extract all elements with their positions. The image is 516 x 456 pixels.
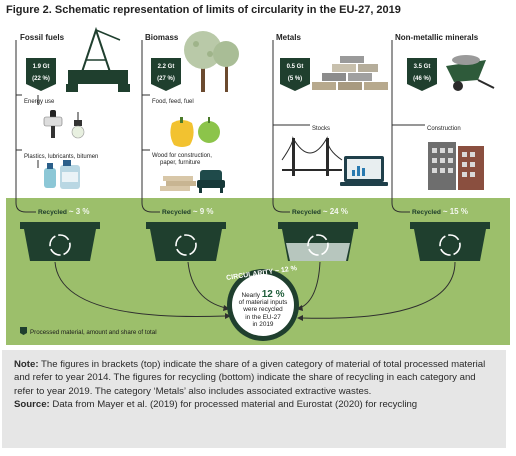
note-box: Note: The figures in brackets (top) indi… bbox=[2, 350, 506, 448]
biomass-share: (27 %) bbox=[157, 76, 175, 82]
label-wood-line2: paper, furniture bbox=[160, 160, 201, 166]
minerals-share: (46 %) bbox=[413, 76, 431, 82]
figure-title: Figure 2. Schematic representation of li… bbox=[6, 4, 401, 16]
trees-icon bbox=[184, 31, 239, 92]
lightbulb-icon bbox=[71, 112, 85, 139]
recycled-minerals: Recycled ~ 15 % bbox=[412, 207, 468, 216]
label-wood-line1: Wood for construction, bbox=[152, 153, 212, 159]
minerals-recycling-bin bbox=[410, 222, 490, 261]
fossil-share: (22 %) bbox=[32, 76, 50, 82]
amount-badges bbox=[26, 58, 437, 91]
curved-arrows bbox=[54, 261, 456, 319]
source-text: Data from Mayer et al. (2019) for proces… bbox=[52, 399, 418, 411]
biomass-badge bbox=[151, 58, 181, 91]
laptop-icon bbox=[340, 156, 388, 186]
metal-bars-icon bbox=[312, 56, 388, 90]
plug-icon bbox=[43, 110, 63, 138]
metals-share: (5 %) bbox=[287, 76, 303, 82]
oil-rig-icon bbox=[66, 26, 130, 92]
label-stocks: Stocks bbox=[312, 126, 331, 132]
metals-amount: 0.5 Gt bbox=[286, 64, 304, 70]
legend-marker bbox=[20, 327, 27, 335]
note-text: The figures in brackets (top) indicate t… bbox=[14, 359, 486, 397]
bridge-icon bbox=[281, 136, 343, 176]
note-label: Note: bbox=[14, 359, 39, 370]
fossil-badge bbox=[26, 58, 56, 91]
biomass-amount: 2.2 Gt bbox=[157, 64, 175, 70]
recycled-fossil: Recycled ~ 3 % bbox=[38, 207, 90, 216]
minerals-amount: 3.5 Gt bbox=[413, 64, 431, 70]
buildings-icon bbox=[428, 142, 484, 190]
bottles-icon bbox=[44, 160, 80, 189]
food-icon bbox=[170, 117, 220, 147]
category-title-fossil: Fossil fuels bbox=[20, 33, 65, 42]
flow-lines-top bbox=[15, 40, 425, 213]
recycling-bins bbox=[20, 222, 490, 261]
label-energy-use: Energy use bbox=[24, 99, 55, 105]
category-title-biomass: Biomass bbox=[145, 33, 179, 42]
recycled-biomass: Recycled ~ 9 % bbox=[162, 207, 214, 216]
circularity-text: Nearly 12 % of material inputs were recy… bbox=[238, 289, 288, 328]
wheelbarrow-icon bbox=[446, 55, 495, 91]
recycled-metals: Recycled ~ 24 % bbox=[292, 207, 348, 216]
legend-text: Processed material, amount and share of … bbox=[30, 329, 157, 336]
metals-badge bbox=[280, 58, 310, 91]
source-label: Source: bbox=[14, 399, 50, 411]
category-title-metals: Metals bbox=[276, 33, 301, 42]
label-construction: Construction bbox=[427, 126, 461, 132]
circularity-circle bbox=[227, 269, 299, 341]
minerals-badge bbox=[407, 58, 437, 91]
label-food: Food, feed, fuel bbox=[152, 99, 194, 105]
fossil-amount: 1.9 Gt bbox=[32, 64, 50, 70]
wood-furniture-icon bbox=[160, 170, 225, 193]
metals-recycling-bin bbox=[278, 222, 358, 261]
biomass-recycling-bin bbox=[146, 222, 226, 261]
label-plastics: Plastics, lubricants, bitumen bbox=[24, 154, 99, 160]
circularity-diagram bbox=[6, 26, 510, 345]
fossil-recycling-bin bbox=[20, 222, 100, 261]
category-title-minerals: Non-metallic minerals bbox=[395, 33, 479, 42]
